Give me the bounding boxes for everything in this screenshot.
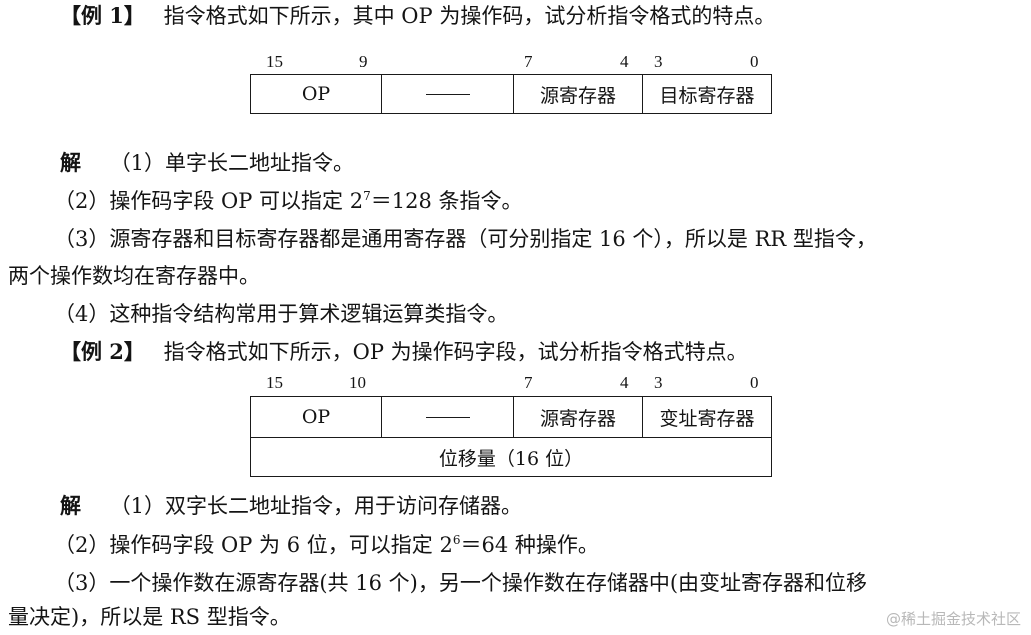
ex2-answer-2-rest: ＝64 种操作。 bbox=[460, 533, 599, 557]
example-2-label: 【例 2】 bbox=[60, 339, 145, 364]
ex2-index-register-field: 变址寄存器 bbox=[659, 407, 755, 430]
ex1-instruction-format: OP 源寄存器 目标寄存器 bbox=[250, 74, 772, 114]
watermark: @稀土掘金技术社区 bbox=[885, 610, 1021, 628]
ex1-bit-0: 0 bbox=[750, 52, 759, 71]
ex1-bit-7: 7 bbox=[524, 52, 533, 71]
ex1-answer-2-rest: ＝128 条指令。 bbox=[370, 189, 523, 213]
dash-mark bbox=[425, 416, 470, 418]
ex1-bit-4: 4 bbox=[620, 52, 629, 71]
ex1-answer-2: （2）操作码字段 OP 可以指定 27＝128 条指令。 bbox=[54, 188, 523, 214]
example-2-question: 指令格式如下所示，OP 为操作码字段，试分析指令格式特点。 bbox=[163, 340, 748, 364]
ex1-answer-1-text: （1）单字长二地址指令。 bbox=[109, 151, 355, 175]
example-1-question: 指令格式如下所示，其中 OP 为操作码，试分析指令格式的特点。 bbox=[163, 4, 776, 28]
ex1-source-register-field: 源寄存器 bbox=[539, 84, 616, 107]
ex2-answer-3-line2: 量决定)，所以是 RS 型指令。 bbox=[8, 605, 291, 629]
ex2-instruction-format: OP 源寄存器 变址寄存器 位移量（16 位） bbox=[250, 396, 772, 477]
ex1-answer-2-exponent: 7 bbox=[363, 189, 371, 203]
ex1-bit-15: 15 bbox=[266, 52, 283, 71]
ex2-bit-10: 10 bbox=[349, 373, 366, 392]
ex2-answer-2-text: （2）操作码字段 OP 为 6 位，可以指定 2 bbox=[54, 533, 453, 557]
ex2-unused-field bbox=[382, 397, 513, 437]
ex1-op-field: OP bbox=[301, 83, 331, 105]
dash-mark bbox=[425, 93, 470, 95]
ex2-answer-1-text: （1）双字长二地址指令，用于访问存储器。 bbox=[109, 494, 523, 518]
ex1-answer-2-text: （2）操作码字段 OP 可以指定 2 bbox=[54, 189, 364, 213]
ex2-bit-7: 7 bbox=[524, 373, 533, 392]
ex1-answer-3-line2: 两个操作数均在寄存器中。 bbox=[8, 264, 260, 288]
answer-label: 解 bbox=[60, 150, 81, 175]
ex1-answer-3-line1: （3）源寄存器和目标寄存器都是通用寄存器（可分别指定 16 个），所以是 RR … bbox=[54, 227, 877, 251]
example-1-heading: 【例 1】 指令格式如下所示，其中 OP 为操作码，试分析指令格式的特点。 bbox=[60, 3, 775, 29]
ex1-unused-field bbox=[382, 75, 513, 113]
ex2-bit-0: 0 bbox=[750, 373, 759, 392]
ex2-answer-3-line1: （3）一个操作数在源寄存器(共 16 个)，另一个操作数在存储器中(由变址寄存器… bbox=[54, 571, 868, 595]
ex2-op-field: OP bbox=[301, 406, 331, 428]
ex2-answer-1: 解 （1）双字长二地址指令，用于访问存储器。 bbox=[60, 493, 522, 519]
ex2-answer-2-exponent: 6 bbox=[452, 533, 461, 547]
ex2-bit-4: 4 bbox=[620, 373, 629, 392]
ex1-bit-9: 9 bbox=[359, 52, 368, 71]
ex1-bit-3: 3 bbox=[654, 52, 663, 71]
ex1-answer-1: 解 （1）单字长二地址指令。 bbox=[60, 150, 354, 176]
ex2-bit-3: 3 bbox=[654, 373, 663, 392]
ex1-target-register-field: 目标寄存器 bbox=[659, 84, 755, 107]
example-2-heading: 【例 2】 指令格式如下所示，OP 为操作码字段，试分析指令格式特点。 bbox=[60, 339, 748, 365]
example-1-label: 【例 1】 bbox=[60, 3, 145, 28]
ex1-answer-4: （4）这种指令结构常用于算术逻辑运算类指令。 bbox=[54, 302, 509, 326]
answer-label: 解 bbox=[60, 493, 81, 518]
ex2-bit-15: 15 bbox=[266, 373, 283, 392]
ex2-answer-2: （2）操作码字段 OP 为 6 位，可以指定 26＝64 种操作。 bbox=[54, 532, 599, 558]
ex2-displacement-field: 位移量（16 位） bbox=[438, 447, 584, 470]
ex2-source-register-field: 源寄存器 bbox=[539, 407, 616, 430]
